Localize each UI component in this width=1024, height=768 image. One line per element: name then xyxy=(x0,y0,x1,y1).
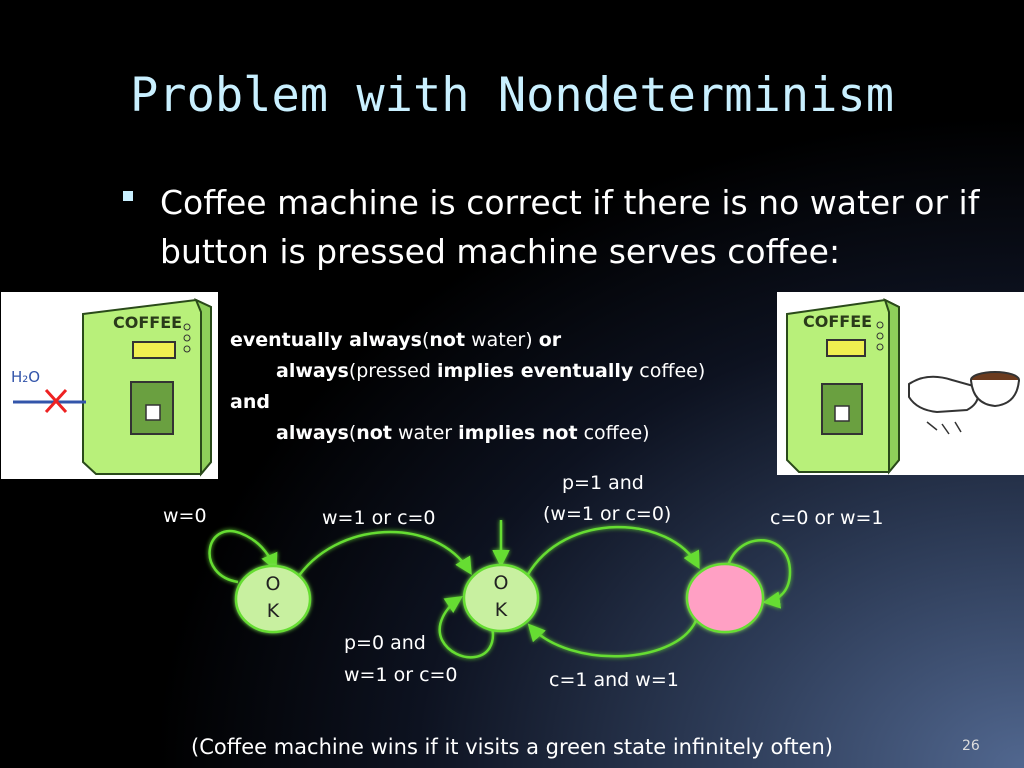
coffee-machine-serving-drawing: COFFEE xyxy=(786,298,1020,475)
ltl-formula: eventually always(not water) or always(p… xyxy=(230,325,705,449)
formula-line-1: eventually always(not water) or xyxy=(230,329,562,351)
state-ok-middle xyxy=(462,563,540,633)
formula-line-2: always(pressed implies eventually coffee… xyxy=(276,360,706,382)
water-label: H₂O xyxy=(11,368,40,386)
state-ok-left xyxy=(234,564,312,634)
edge-w0-self-loop xyxy=(208,529,278,584)
edge-label-p1-line2: (w=1 or c=0) xyxy=(543,503,672,525)
edge-label-p0-line1: p=0 and xyxy=(344,632,426,654)
footer-note: (Coffee machine wins if it visits a gree… xyxy=(191,735,833,759)
state-bad xyxy=(685,562,765,634)
edge-label-p1-line1: p=1 and xyxy=(562,472,644,494)
edge-label-c1w1: c=1 and w=1 xyxy=(549,669,679,691)
bullet-text: Coffee machine is correct if there is no… xyxy=(160,183,980,271)
slide-title: Problem with Nondeterminism xyxy=(129,68,894,123)
page-number: 26 xyxy=(962,738,980,754)
coffee-sign-right: COFFEE xyxy=(803,312,872,331)
bullet-square-icon xyxy=(123,191,133,201)
coffee-machine-no-water-image: COFFEE H₂O xyxy=(1,292,218,479)
edge-ok-left-to-ok-middle xyxy=(294,530,472,581)
coffee-sign-left: COFFEE xyxy=(113,313,182,332)
edge-p0-self-loop xyxy=(438,596,495,659)
edge-label-p0-line2: w=1 or c=0 xyxy=(344,664,458,686)
formula-line-3: and xyxy=(230,391,270,413)
edge-ok-middle-to-bad xyxy=(525,525,700,577)
edge-label-c0w1: c=0 or w=1 xyxy=(770,507,884,529)
coffee-machine-serving-image: COFFEE xyxy=(777,292,1024,475)
edge-c0w1-self-loop xyxy=(725,539,792,609)
edge-label-w1c0: w=1 or c=0 xyxy=(322,507,436,529)
edge-label-w0: w=0 xyxy=(163,505,207,527)
edge-bad-to-ok-middle xyxy=(527,617,699,658)
formula-line-4: always(not water implies not coffee) xyxy=(276,422,650,444)
coffee-machine-no-water-drawing: COFFEE H₂O xyxy=(11,298,212,477)
